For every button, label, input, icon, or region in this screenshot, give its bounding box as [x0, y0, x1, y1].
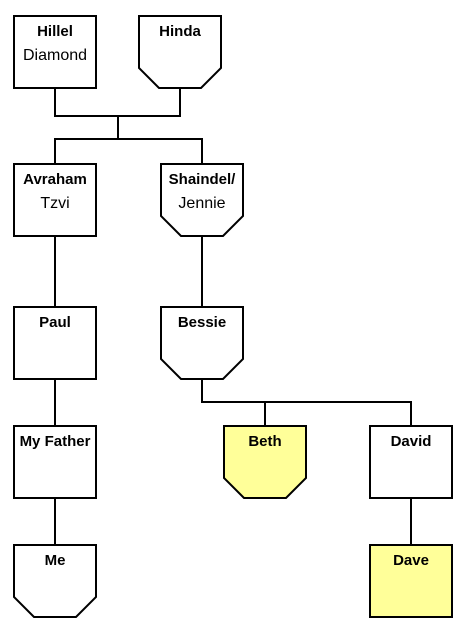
node-shape: [369, 544, 453, 618]
person-node-paul: Paul: [13, 306, 97, 380]
person-node-dave: Dave: [369, 544, 453, 618]
node-shape: [13, 425, 97, 499]
person-node-avraham: Avraham Tzvi: [13, 163, 97, 237]
node-shape: [13, 306, 97, 380]
given-name: Shaindel/: [169, 171, 237, 188]
person-node-my-father: My Father: [13, 425, 97, 499]
person-node-beth: Beth: [223, 425, 307, 499]
node-shape: [160, 306, 244, 380]
given-name: Paul: [39, 314, 71, 331]
connector-bessie-children: [201, 378, 412, 426]
person-node-me: Me: [13, 544, 97, 618]
given-name: Hillel: [37, 23, 73, 40]
given-name: Bessie: [178, 314, 226, 331]
connector-children-bar: [54, 138, 203, 164]
node-shape: [369, 425, 453, 499]
second-name: Jennie: [178, 195, 225, 212]
node-shape: [13, 15, 97, 89]
person-node-shaindel: Shaindel/ Jennie: [160, 163, 244, 237]
person-node-hinda: Hinda: [138, 15, 222, 89]
person-node-hillel: Hillel Diamond: [13, 15, 97, 89]
second-name: Tzvi: [40, 195, 69, 212]
given-name: My Father: [20, 433, 91, 450]
given-name: Hinda: [159, 23, 201, 40]
node-shape: [138, 15, 222, 89]
node-shape: [160, 163, 244, 237]
connectors: [54, 89, 412, 545]
connector-hillel-hinda-couple: [54, 89, 181, 117]
given-name: Me: [45, 552, 66, 569]
given-name: Dave: [393, 552, 429, 569]
second-name: Diamond: [23, 47, 87, 64]
node-shape: [13, 163, 97, 237]
given-name: Avraham: [23, 171, 87, 188]
person-node-david: David: [369, 425, 453, 499]
given-name: Beth: [248, 433, 281, 450]
given-name: David: [391, 433, 432, 450]
person-node-bessie: Bessie: [160, 306, 244, 380]
node-shape: [223, 425, 307, 499]
node-shape: [13, 544, 97, 618]
